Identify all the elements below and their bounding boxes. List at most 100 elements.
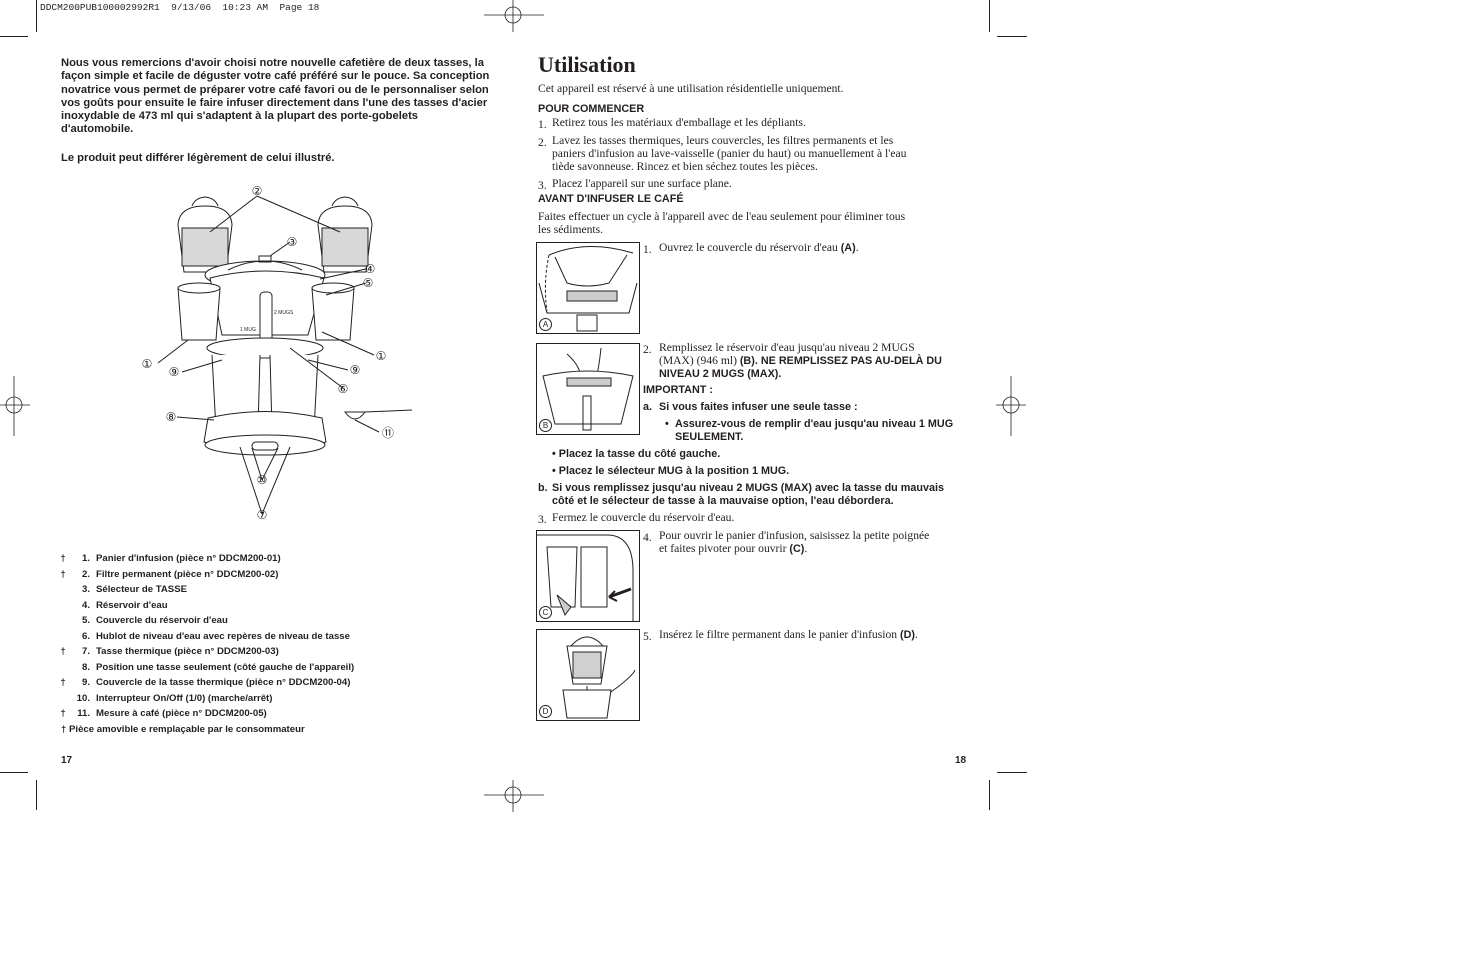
section-heading-start: POUR COMMENCER bbox=[538, 103, 645, 115]
step-text-part: (MAX) (946 ml) bbox=[659, 354, 740, 367]
replaceable-mark: † bbox=[60, 646, 66, 657]
step-text: Pour ouvrir le panier d'infusion, saisis… bbox=[659, 529, 930, 542]
part-description: Réservoir d'eau bbox=[96, 599, 168, 611]
registration-mark-top bbox=[484, 0, 544, 32]
side-mug-left bbox=[177, 287, 221, 341]
step-text: Placez l'appareil sur une surface plane. bbox=[552, 177, 732, 190]
figure-a-label: A bbox=[539, 318, 552, 331]
figure-b-illustration bbox=[542, 347, 634, 431]
part-number: 10. bbox=[76, 692, 90, 704]
figure-ref: (D) bbox=[899, 629, 915, 641]
part-number: 7. bbox=[81, 646, 90, 657]
step-number: 2. bbox=[643, 343, 652, 356]
callout-11: ⑪ bbox=[382, 426, 394, 440]
part-number: 5. bbox=[81, 615, 90, 626]
punct: . bbox=[804, 542, 808, 555]
crop-mark bbox=[997, 772, 1027, 773]
bullet: • bbox=[665, 418, 669, 430]
subtitle: Cet appareil est réservé à une utilisati… bbox=[538, 82, 844, 95]
step-text: (MAX) (946 ml) (B). NE REMPLISSEZ PAS AU… bbox=[659, 354, 942, 368]
step-text-part: et faites pivoter pour ouvrir bbox=[659, 542, 790, 555]
figure-b: B bbox=[536, 343, 640, 435]
bullet-item: • Placez la tasse du côté gauche. bbox=[552, 448, 721, 460]
note-text: côté et le sélecteur de tasse à la mauva… bbox=[552, 495, 894, 507]
part-description: Tasse thermique (pièce n° DDCM200-03) bbox=[96, 646, 279, 657]
step-text: tiède savonneuse. Rincez et bien séchez … bbox=[552, 160, 818, 173]
important-label: IMPORTANT : bbox=[643, 384, 713, 396]
bullet-item: • Placez le sélecteur MUG à la position … bbox=[552, 465, 790, 477]
warning-text: (B). NE REMPLISSEZ PAS AU-DELÀ DU bbox=[739, 355, 942, 367]
page-number-right: 18 bbox=[955, 755, 967, 766]
part-number: 6. bbox=[81, 630, 90, 642]
note-text: Placez le sélecteur MUG à la position 1 … bbox=[558, 465, 790, 477]
part-description: Couvercle de la tasse thermique (pièce n… bbox=[96, 677, 351, 688]
crop-mark bbox=[36, 780, 37, 810]
step-text: et faites pivoter pour ouvrir (C). bbox=[659, 542, 807, 556]
replaceable-mark: † bbox=[60, 568, 66, 580]
parts-list: † 1. Panier d'infusion (pièce n° DDCM200-0… bbox=[58, 551, 354, 722]
callout-7: ⑦ bbox=[257, 508, 268, 522]
step-text: Ouvrez le couvercle du réservoir d'eau (… bbox=[659, 241, 859, 255]
step-number: 4. bbox=[643, 531, 652, 544]
parts-list-item: 5.Couvercle du réservoir d'eau bbox=[58, 613, 354, 629]
crop-mark bbox=[997, 36, 1027, 37]
callout-5: ⑤ bbox=[363, 276, 374, 290]
coffee-scoop bbox=[344, 411, 366, 420]
figure-ref: (C) bbox=[789, 543, 805, 555]
step-text: Remplissez le réservoir d'eau jusqu'au n… bbox=[659, 341, 915, 354]
punct: . bbox=[914, 628, 918, 641]
part-number: 8. bbox=[81, 661, 90, 673]
part-description: Panier d'infusion (pièce n° DDCM200-01) bbox=[96, 553, 281, 564]
parts-list-item: †11.Mesure à café (pièce n° DDCM200-05) bbox=[58, 706, 354, 722]
label-two-mugs: 2 MUGS bbox=[274, 310, 294, 316]
figure-a: A bbox=[536, 242, 640, 334]
note-text: Si vous faites infuser une seule tasse : bbox=[659, 401, 858, 413]
parts-list-item: 6.Hublot de niveau d'eau avec repères de… bbox=[58, 629, 354, 645]
note-text: SEULEMENT. bbox=[675, 431, 744, 443]
callout-9-right: ⑨ bbox=[350, 363, 361, 377]
list-marker: a. bbox=[643, 401, 653, 413]
part-description: Position une tasse seulement (côté gauch… bbox=[96, 661, 355, 673]
figure-ref: (A) bbox=[840, 242, 856, 254]
punct: . bbox=[855, 241, 859, 254]
callout-3: ③ bbox=[287, 235, 298, 249]
label-one-mug: 1 MUG bbox=[240, 327, 256, 333]
page-title: Utilisation bbox=[538, 52, 636, 77]
page-number-left: 17 bbox=[61, 755, 73, 766]
step-number: 5. bbox=[643, 630, 652, 643]
step-number: 2. bbox=[538, 136, 547, 149]
crop-mark bbox=[0, 36, 28, 37]
step-text-part: Insérez le filtre permanent dans le pani… bbox=[659, 628, 900, 641]
step-text: Lavez les tasses thermiques, leurs couve… bbox=[552, 134, 894, 147]
crop-mark bbox=[989, 0, 990, 32]
step-text: paniers d'infusion au lave-vaisselle (pa… bbox=[552, 147, 907, 160]
callout-1-right: ① bbox=[376, 349, 387, 363]
figure-c-label: C bbox=[539, 606, 552, 619]
callout-6: ⑥ bbox=[338, 382, 349, 396]
parts-list-item: 3.Sélecteur de TASSE bbox=[58, 582, 354, 598]
figure-a-illustration bbox=[538, 246, 638, 332]
parts-list-item: 8. Position une tasse seulement (côté gau… bbox=[58, 660, 354, 676]
note-text: Placez la tasse du côté gauche. bbox=[558, 448, 721, 460]
section-heading-before-brewing: AVANT D'INFUSER LE CAFÉ bbox=[538, 193, 684, 205]
crop-mark bbox=[0, 772, 28, 773]
part-number: 11. bbox=[77, 708, 90, 719]
part-number: 3. bbox=[81, 584, 90, 595]
coffee-maker-diagram: 2 MUGS 1 MUG ② ③ bbox=[142, 184, 413, 522]
step-text-part: Ouvrez le couvercle du réservoir d'eau bbox=[659, 241, 841, 254]
part-number: 9. bbox=[81, 677, 90, 688]
part-description: Interrupteur On/Off (1/0) (marche/arrêt) bbox=[96, 692, 273, 704]
part-number: 4. bbox=[81, 599, 90, 611]
replaceable-mark: † bbox=[60, 553, 66, 564]
callout-10: ⑩ bbox=[257, 473, 268, 487]
parts-list-item: †9.Couvercle de la tasse thermique (pièc… bbox=[58, 675, 354, 691]
parts-list-item: † 7. Tasse thermique (pièce n° DDCM200-03) bbox=[58, 644, 354, 660]
step-number: 3. bbox=[538, 179, 547, 192]
step-text: Insérez le filtre permanent dans le pani… bbox=[659, 628, 918, 642]
step-number: 3. bbox=[538, 513, 547, 526]
replaceable-mark: † bbox=[60, 708, 66, 719]
callout-9-left: ⑨ bbox=[169, 365, 180, 379]
step-text: Retirez tous les matériaux d'emballage e… bbox=[552, 116, 806, 129]
crop-mark bbox=[989, 780, 990, 810]
part-number: 1. bbox=[81, 553, 90, 564]
